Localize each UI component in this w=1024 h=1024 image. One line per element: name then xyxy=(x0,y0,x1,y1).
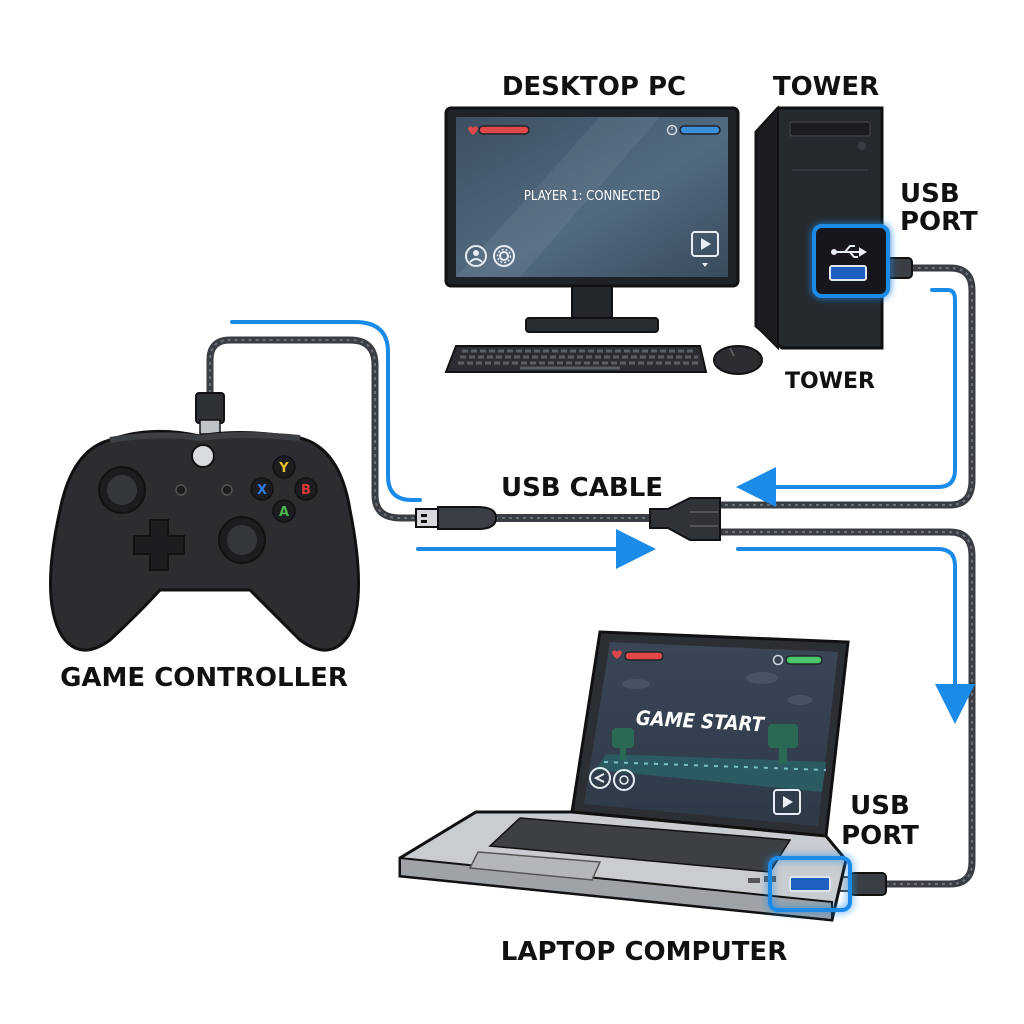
menu-button xyxy=(221,484,233,496)
laptop-computer-label: LAPTOP COMPUTER xyxy=(501,937,787,967)
play-icon[interactable] xyxy=(691,231,719,267)
dpad xyxy=(133,519,185,571)
face-button-a: A xyxy=(272,499,296,523)
svg-text:Y: Y xyxy=(278,461,289,476)
usb-port-laptop-label-line1: USB xyxy=(850,791,910,821)
flow-arrows xyxy=(230,288,975,724)
laptop-usb-port xyxy=(789,876,831,892)
tower-label-top: TOWER xyxy=(773,72,879,102)
clock-icon xyxy=(666,124,678,136)
gear-icon[interactable] xyxy=(493,245,515,267)
usb-trident-icon xyxy=(831,245,867,258)
face-button-y: Y xyxy=(272,455,296,479)
svg-text:B: B xyxy=(301,483,311,498)
play-icon[interactable] xyxy=(773,789,801,815)
keyboard xyxy=(444,345,708,373)
laptop-usb-port-highlight xyxy=(768,856,852,912)
desktop-usb-port xyxy=(829,265,867,281)
usb-port-desktop-label-line1: USB xyxy=(900,179,960,209)
gear-icon[interactable] xyxy=(613,769,635,791)
face-button-x: X xyxy=(250,477,274,501)
usb-plug-laptop xyxy=(837,872,887,896)
tower-label-bottom: TOWER xyxy=(785,369,875,394)
left-thumbstick xyxy=(98,466,146,514)
laptop-energy-bar xyxy=(785,655,823,665)
monitor-screen xyxy=(456,117,728,277)
monitor-neck xyxy=(571,285,613,323)
desktop-usb-port-highlight xyxy=(812,224,890,298)
face-button-b: B xyxy=(294,477,318,501)
usb-port-desktop-label-line2: PORT xyxy=(900,207,978,237)
flow-arrow-from-desktop xyxy=(736,288,957,507)
flow-arrow-to-laptop xyxy=(736,547,975,724)
desktop-monitor: PLAYER 1: CONNECTED xyxy=(444,106,740,333)
laptop: GAME START xyxy=(398,630,852,922)
usb-plug-controller-end xyxy=(195,392,225,435)
svg-text:A: A xyxy=(279,505,289,520)
monitor-status-text: PLAYER 1: CONNECTED xyxy=(524,189,660,204)
usb-cable-label: USB CABLE xyxy=(501,473,663,503)
monitor-health-bar xyxy=(478,125,530,135)
tower xyxy=(754,105,890,351)
usb-cable-to-desktop xyxy=(718,264,976,509)
usb-plug-a-main xyxy=(415,506,498,530)
mouse xyxy=(713,345,763,375)
heart-icon xyxy=(612,650,622,659)
monitor-base xyxy=(525,317,659,333)
user-icon[interactable] xyxy=(465,245,487,267)
guide-button xyxy=(191,444,215,468)
laptop-health-bar xyxy=(624,651,664,661)
monitor-energy-bar xyxy=(679,125,721,135)
flow-line-controller xyxy=(230,320,422,502)
view-button xyxy=(175,484,187,496)
desktop-pc-label: DESKTOP PC xyxy=(502,72,686,102)
laptop-touchpad xyxy=(468,851,602,881)
svg-text:X: X xyxy=(257,483,267,498)
usb-cable-controller xyxy=(206,336,424,522)
usb-port-laptop-label-line2: PORT xyxy=(841,821,919,851)
game-controller-label: GAME CONTROLLER xyxy=(60,663,348,693)
right-thumbstick xyxy=(218,516,266,564)
heart-icon xyxy=(468,126,478,135)
game-controller: Y X B A xyxy=(49,429,360,652)
clock-icon xyxy=(772,654,784,666)
usb-splitter-hub xyxy=(649,497,721,541)
arrow-icon[interactable] xyxy=(589,767,611,789)
